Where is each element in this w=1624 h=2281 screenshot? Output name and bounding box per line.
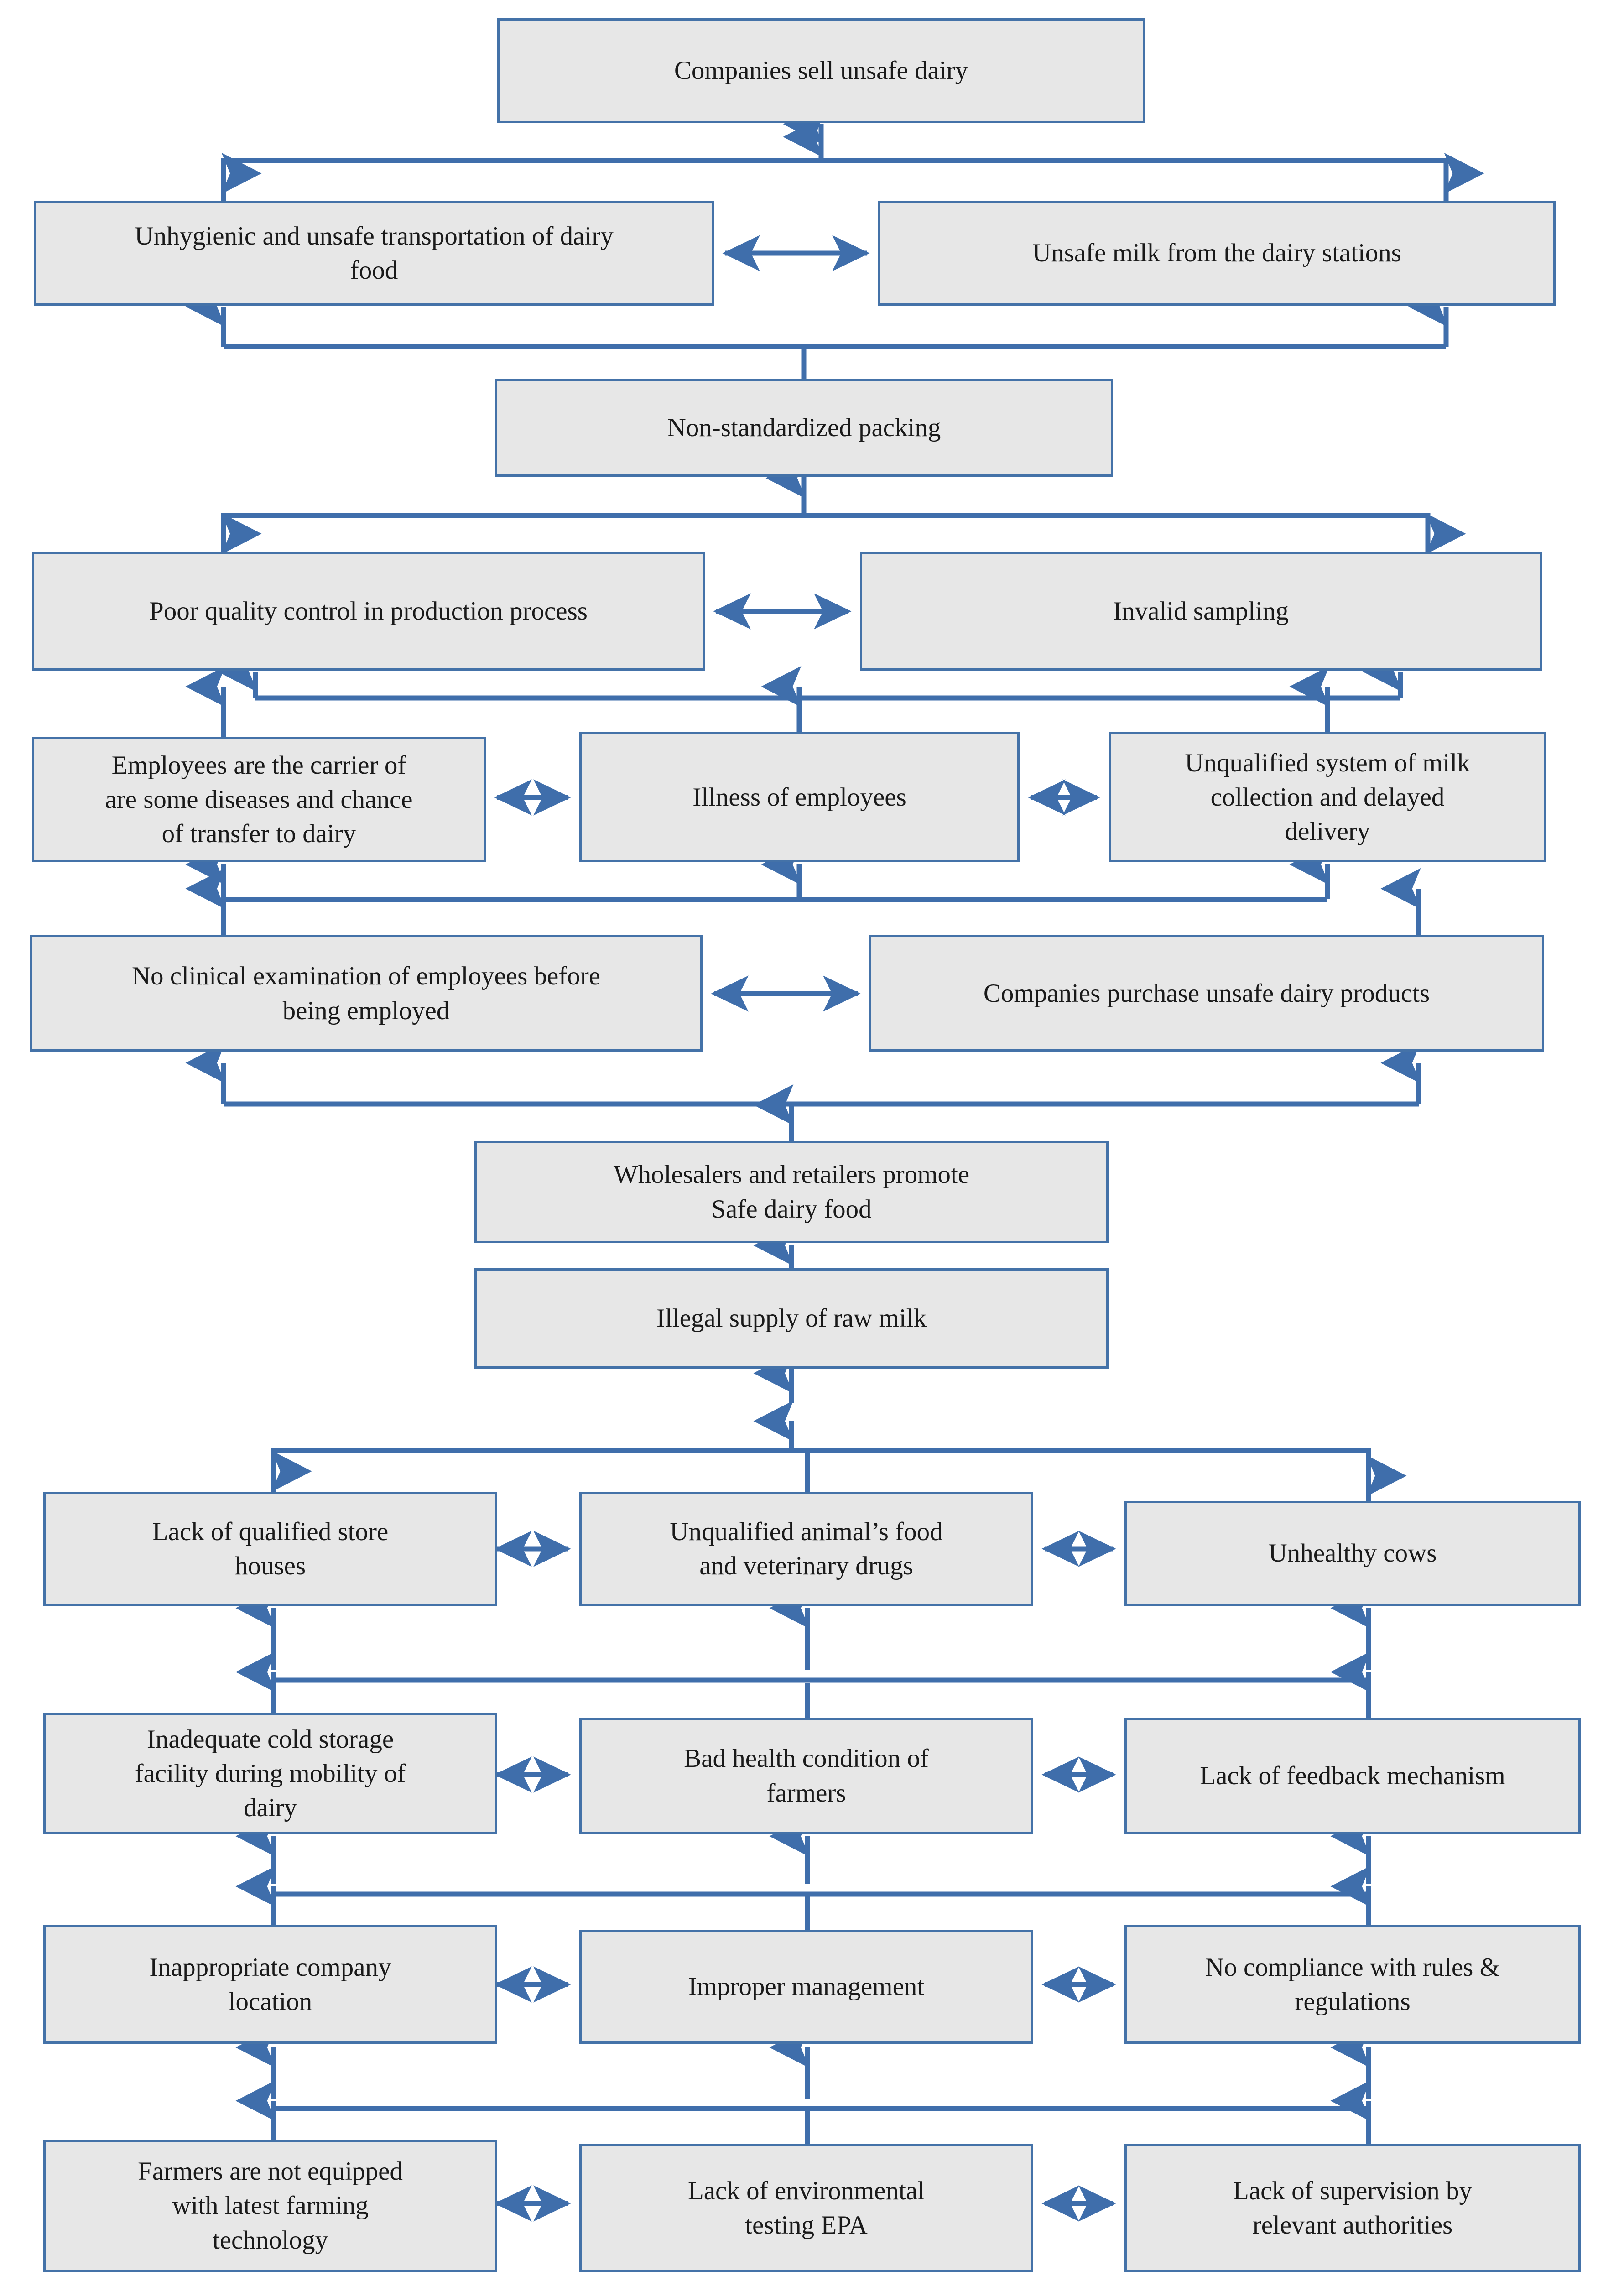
node-poor-quality-control[interactable]: Poor quality control in production proce… [32,552,705,671]
node-label: Non-standardized packing [667,413,941,442]
node-label: Employees are the carrier of are some di… [105,750,413,849]
node-label: Lack of qualified store houses [152,1517,389,1580]
node-illness-of-employees[interactable]: Illness of employees [579,732,1020,862]
node-label: Bad health condition of farmers [684,1744,929,1807]
node-no-compliance-rules[interactable]: No compliance with rules & regulations [1124,1925,1581,2044]
node-companies-purchase-unsafe[interactable]: Companies purchase unsafe dairy products [869,935,1544,1052]
node-label: Lack of feedback mechanism [1200,1761,1505,1790]
node-lack-environmental-testing[interactable]: Lack of environmental testing EPA [579,2144,1033,2272]
node-label: Inadequate cold storage facility during … [135,1724,406,1823]
node-employees-carrier-diseases[interactable]: Employees are the carrier of are some di… [32,737,486,862]
node-lack-supervision[interactable]: Lack of supervision by relevant authorit… [1124,2144,1581,2272]
node-unhygienic-transportation[interactable]: Unhygienic and unsafe transportation of … [34,201,714,306]
node-label: Illness of employees [692,782,906,812]
node-unqualified-animal-food[interactable]: Unqualified animal’s food and veterinary… [579,1492,1033,1606]
node-label: Improper management [688,1972,925,2001]
node-improper-management[interactable]: Improper management [579,1930,1033,2044]
node-label: Unhealthy cows [1268,1539,1437,1568]
node-label: Unqualified animal’s food and veterinary… [670,1517,943,1580]
node-label: Farmers are not equipped with latest far… [138,2157,403,2255]
node-wholesalers-retailers-promote[interactable]: Wholesalers and retailers promote Safe d… [474,1140,1109,1243]
node-unqualified-milk-collection[interactable]: Unqualified system of milk collection an… [1109,732,1546,862]
node-unhealthy-cows[interactable]: Unhealthy cows [1124,1501,1581,1606]
node-label: Unsafe milk from the dairy stations [1032,239,1401,268]
node-label: Poor quality control in production proce… [149,597,588,626]
node-illegal-supply-raw-milk[interactable]: Illegal supply of raw milk [474,1268,1109,1369]
node-no-clinical-examination[interactable]: No clinical examination of employees bef… [30,935,703,1052]
node-label: Inappropriate company location [149,1953,391,2016]
node-label: Lack of supervision by relevant authorit… [1233,2176,1472,2239]
node-label: Unqualified system of milk collection an… [1185,748,1470,846]
node-invalid-sampling[interactable]: Invalid sampling [860,552,1542,671]
node-label: No clinical examination of employees bef… [131,962,601,1025]
node-non-standardized-packing[interactable]: Non-standardized packing [495,379,1113,477]
node-bad-health-farmers[interactable]: Bad health condition of farmers [579,1718,1033,1834]
node-unsafe-milk-dairy-stations[interactable]: Unsafe milk from the dairy stations [878,201,1556,306]
node-label: Invalid sampling [1113,597,1289,626]
node-label: Unhygienic and unsafe transportation of … [135,221,614,285]
node-inappropriate-company-location[interactable]: Inappropriate company location [43,1925,497,2044]
node-label: Companies purchase unsafe dairy products [983,979,1430,1008]
node-label: Wholesalers and retailers promote Safe d… [613,1160,970,1224]
node-inadequate-cold-storage[interactable]: Inadequate cold storage facility during … [43,1713,497,1834]
node-label: Illegal supply of raw milk [656,1304,927,1333]
node-lack-qualified-store-houses[interactable]: Lack of qualified store houses [43,1492,497,1606]
node-label: Lack of environmental testing EPA [687,2176,925,2239]
node-label: Companies sell unsafe dairy [674,56,968,85]
node-label: No compliance with rules & regulations [1205,1953,1500,2016]
node-lack-feedback-mechanism[interactable]: Lack of feedback mechanism [1124,1718,1581,1834]
node-farmers-not-equipped[interactable]: Farmers are not equipped with latest far… [43,2140,497,2272]
node-companies-sell-unsafe-dairy[interactable]: Companies sell unsafe dairy [497,18,1145,123]
